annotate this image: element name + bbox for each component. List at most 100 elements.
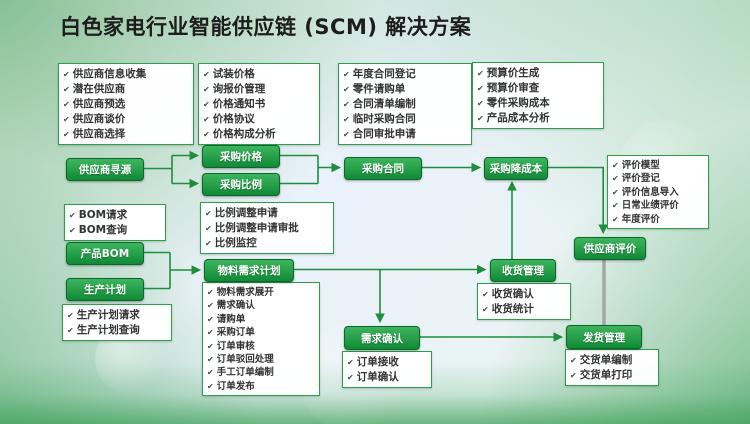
- node-delivery: 发货管理: [566, 325, 642, 349]
- task-label: 年度评价: [621, 213, 660, 225]
- check-icon: ✔: [205, 209, 212, 218]
- task-label: 产品成本分析: [486, 112, 550, 124]
- list-order: ✔物料需求展开✔需求确认✔请购单✔采购订单✔订单审核✔订单驳回处理✔手工订单编制…: [202, 282, 320, 397]
- check-icon: ✔: [207, 381, 214, 391]
- list-receiving: ✔收货确认✔收货统计: [477, 283, 571, 320]
- check-icon: ✔: [69, 226, 76, 235]
- check-icon: ✔: [205, 239, 212, 248]
- task-item: ✔年度评价: [612, 213, 704, 226]
- task-label: 供应商信息收集: [72, 68, 147, 80]
- task-label: 日常业绩评价: [621, 200, 679, 212]
- check-icon: ✔: [612, 201, 619, 211]
- check-icon: ✔: [203, 85, 210, 94]
- task-item: ✔需求确认: [207, 299, 315, 312]
- task-label: 询报价管理: [212, 83, 266, 95]
- task-label: 合同清单编制: [352, 98, 416, 110]
- task-label: 交货单编制: [579, 354, 633, 366]
- task-label: 预算价审查: [486, 82, 540, 94]
- list-supplier-sourcing: ✔供应商信息收集✔潜在供应商✔供应商预选✔供应商谈价✔供应商选择: [58, 63, 194, 145]
- task-item: ✔供应商谈价: [63, 112, 189, 127]
- task-label: 订单审核: [216, 340, 255, 352]
- task-label: BOM请求: [78, 209, 128, 221]
- task-label: 零件请购单: [352, 83, 406, 95]
- task-item: ✔产品成本分析: [477, 111, 599, 126]
- task-label: 请购单: [216, 313, 246, 325]
- check-icon: ✔: [612, 174, 619, 184]
- check-icon: ✔: [570, 371, 577, 380]
- list-demand-orders: ✔订单接收✔订单确认: [342, 351, 432, 388]
- task-label: 供应商预选: [72, 98, 126, 110]
- check-icon: ✔: [207, 341, 214, 351]
- task-label: 预算价生成: [486, 67, 540, 79]
- check-icon: ✔: [63, 115, 70, 124]
- task-item: ✔价格协议: [203, 112, 315, 127]
- task-label: 收货统计: [491, 303, 534, 315]
- connector-merge: [278, 154, 319, 185]
- node-purchase-contract: 采购合同: [344, 157, 422, 180]
- task-label: 评价信息导入: [621, 186, 679, 198]
- task-item: ✔订单发布: [207, 380, 315, 393]
- task-item: ✔比例监控: [205, 236, 329, 251]
- check-icon: ✔: [570, 356, 577, 365]
- task-item: ✔交货单打印: [570, 368, 654, 383]
- list-ratio-adjust: ✔比例调整申请✔比例调整申请审批✔比例监控: [200, 202, 334, 254]
- task-item: ✔预算价审查: [477, 81, 599, 96]
- check-icon: ✔: [612, 214, 619, 224]
- task-item: ✔手工订单编制: [207, 366, 315, 379]
- task-label: 零件采购成本: [486, 97, 550, 109]
- node-cost-reduction: 采购降成本: [484, 157, 548, 180]
- check-icon: ✔: [207, 355, 214, 365]
- check-icon: ✔: [612, 161, 619, 170]
- check-icon: ✔: [207, 314, 214, 324]
- task-item: ✔物料需求展开: [207, 286, 315, 299]
- task-label: 订单接收: [356, 356, 399, 368]
- check-icon: ✔: [477, 69, 484, 78]
- check-icon: ✔: [63, 100, 70, 109]
- task-label: BOM查询: [78, 224, 128, 236]
- list-delivery: ✔交货单编制 ✔交货单打印: [565, 349, 659, 386]
- task-item: ✔合同审批申请: [343, 127, 467, 142]
- task-item: ✔订单审核: [207, 340, 315, 353]
- node-product-bom: 产品BOM: [66, 242, 144, 265]
- list-bom: ✔BOM请求✔BOM查询: [64, 204, 166, 241]
- list-purchase-price: ✔试装价格✔询报价管理✔价格通知书✔价格协议✔价格构成分析: [198, 63, 320, 145]
- task-item: ✔订单确认: [347, 370, 427, 385]
- task-label: 供应商选择: [72, 128, 126, 140]
- check-icon: ✔: [203, 115, 210, 124]
- list-supplier-eval: ✔评价模型✔评价登记✔评价信息导入✔日常业绩评价✔年度评价: [607, 155, 709, 230]
- task-label: 临时采购合同: [352, 113, 416, 125]
- task-item: ✔询报价管理: [203, 82, 315, 97]
- connector-bom-merge: [142, 251, 171, 290]
- task-label: 比例监控: [214, 237, 257, 249]
- check-icon: ✔: [343, 85, 350, 94]
- task-item: ✔评价登记: [612, 172, 704, 185]
- task-item: ✔合同清单编制: [343, 97, 467, 112]
- task-label: 价格通知书: [212, 98, 266, 110]
- task-item: ✔收货统计: [482, 302, 566, 317]
- task-label: 合同审批申请: [352, 128, 416, 140]
- task-item: ✔潜在供应商: [63, 82, 189, 97]
- task-label: 比例调整申请: [214, 207, 278, 219]
- node-supplier-sourcing: 供应商寻源: [66, 158, 144, 181]
- node-mrp: 物料需求计划: [204, 259, 294, 282]
- task-item: ✔临时采购合同: [343, 112, 467, 127]
- task-label: 收货确认: [491, 288, 534, 300]
- check-icon: ✔: [63, 130, 70, 139]
- node-purchase-price: 采购价格: [202, 145, 280, 168]
- task-item: ✔收货确认: [482, 287, 566, 302]
- task-label: 年度合同登记: [352, 68, 416, 80]
- check-icon: ✔: [207, 301, 214, 311]
- task-label: 评价模型: [621, 160, 660, 171]
- check-icon: ✔: [69, 211, 76, 220]
- node-receiving: 收货管理: [490, 259, 556, 282]
- check-icon: ✔: [477, 114, 484, 123]
- task-item: ✔供应商选择: [63, 127, 189, 142]
- task-item: ✔试装价格: [203, 67, 315, 82]
- list-production-plan: ✔生产计划请求✔生产计划查询: [62, 304, 172, 341]
- check-icon: ✔: [477, 84, 484, 93]
- page-title: 白色家电行业智能供应链 (SCM) 解决方案: [60, 15, 472, 39]
- list-cost-budget: ✔预算价生成✔预算价审查✔零件采购成本✔产品成本分析: [472, 62, 604, 129]
- task-label: 比例调整申请审批: [214, 222, 299, 234]
